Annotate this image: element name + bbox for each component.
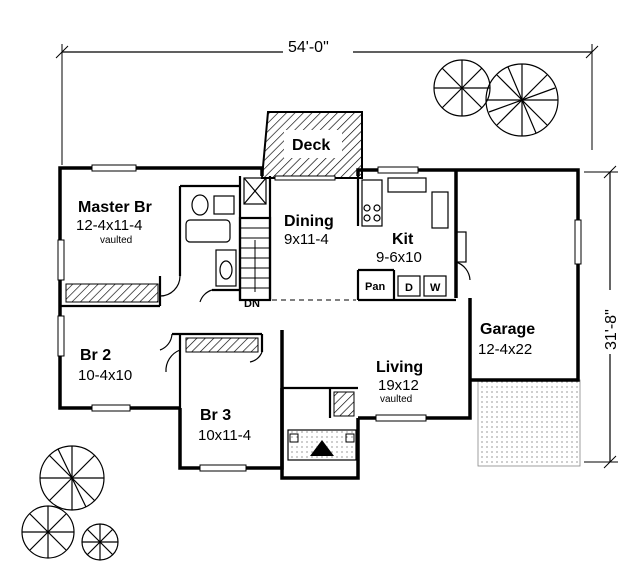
living-note: vaulted: [380, 394, 412, 405]
room-master: Master Br 12-4x11-4 vaulted: [76, 199, 152, 246]
room-living: Living 19x12 vaulted: [376, 359, 423, 405]
br3-name: Br 3: [200, 407, 231, 424]
depth-dimension-label: 31'-8": [603, 309, 620, 350]
living-size: 19x12: [378, 377, 419, 394]
room-br2: Br 2 10-4x10: [78, 347, 132, 384]
interior-walls: [60, 176, 456, 418]
deck: Deck: [260, 111, 363, 179]
master-name: Master Br: [78, 199, 152, 216]
stair-down-label: DN: [244, 298, 260, 310]
br2-size: 10-4x10: [78, 367, 132, 384]
br3-closet: [185, 337, 259, 353]
kitchen-fixtures: [361, 177, 467, 297]
entry-closet: [333, 391, 355, 417]
kitchen-size: 9-6x10: [376, 249, 422, 266]
depth-dimension: 31'-8": [584, 165, 622, 469]
tree-icon: [433, 59, 559, 137]
master-closet: [65, 283, 159, 303]
room-dining: Dining 9x11-4: [284, 213, 334, 248]
room-kitchen: Kit 9-6x10: [376, 231, 422, 266]
deck-label: Deck: [292, 137, 330, 154]
doors: [159, 261, 471, 373]
bath-fixtures: [185, 177, 267, 287]
width-dimension-label: 54'-0": [288, 39, 329, 56]
garage-size: 12-4x22: [478, 341, 532, 358]
room-garage: Garage 12-4x22: [478, 321, 535, 358]
width-dimension: 54'-0": [55, 36, 599, 165]
living-name: Living: [376, 359, 423, 376]
master-note: vaulted: [100, 235, 132, 246]
pantry-label: Pan: [365, 281, 385, 293]
dryer-label: D: [405, 282, 413, 294]
room-br3: Br 3 10x11-4: [198, 407, 251, 444]
entry-triangle-icon: [310, 440, 334, 456]
tree-icon: [21, 445, 119, 561]
garage-name: Garage: [480, 321, 535, 338]
washer-label: W: [430, 282, 441, 294]
dining-name: Dining: [284, 213, 334, 230]
entry-porch: [287, 429, 357, 461]
driveway: [477, 379, 581, 467]
kitchen-name: Kit: [392, 231, 414, 248]
master-size: 12-4x11-4: [76, 217, 142, 234]
br3-size: 10x11-4: [198, 427, 251, 444]
stair: [240, 227, 270, 292]
dining-size: 9x11-4: [284, 231, 329, 248]
windows: [57, 164, 582, 472]
br2-name: Br 2: [80, 347, 111, 364]
